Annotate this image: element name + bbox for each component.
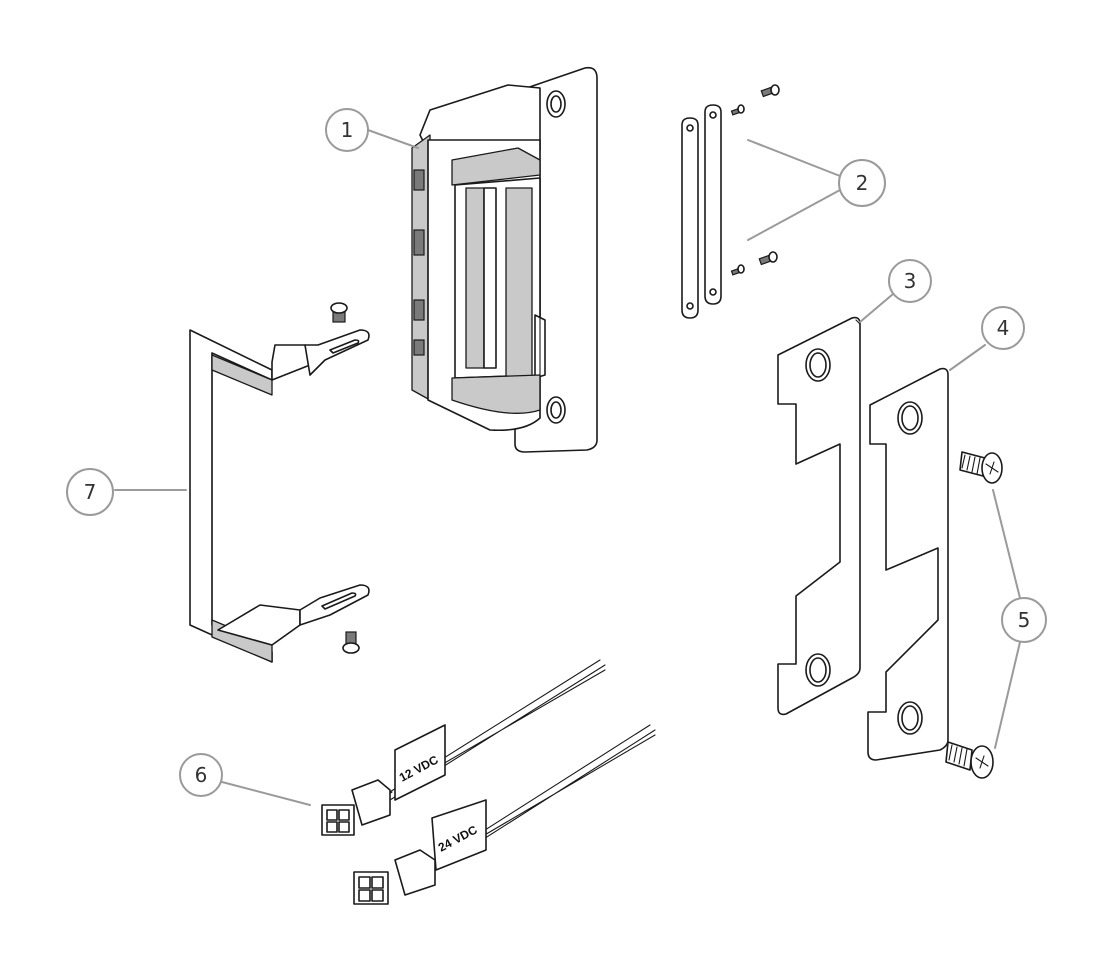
leader-6 xyxy=(221,781,311,806)
leader-4 xyxy=(949,344,986,371)
callout-1-label: 1 xyxy=(341,118,354,142)
callout-1: 1 xyxy=(325,108,369,152)
bracket-screw-top xyxy=(330,302,348,323)
callout-6: 6 xyxy=(179,753,223,797)
callout-7: 7 xyxy=(66,468,114,516)
leader-3 xyxy=(859,293,894,323)
wire-harness-12vdc: 12 VDC xyxy=(321,659,606,836)
callout-2: 2 xyxy=(838,159,886,207)
callout-7-label: 7 xyxy=(84,480,97,504)
faceplate-screws xyxy=(945,451,1003,779)
callout-3-label: 3 xyxy=(904,269,917,293)
callout-6-label: 6 xyxy=(195,763,208,787)
mounting-bracket xyxy=(189,302,370,663)
leader-5b xyxy=(994,641,1021,749)
faceplate-3 xyxy=(777,316,861,716)
leader-lines xyxy=(114,129,1021,806)
callout-5-label: 5 xyxy=(1018,608,1031,632)
leader-5a xyxy=(992,489,1021,599)
leader-2b xyxy=(747,189,841,241)
callout-4-label: 4 xyxy=(997,316,1010,340)
shim-screws xyxy=(730,84,780,276)
callout-5: 5 xyxy=(1001,597,1047,643)
faceplate-4 xyxy=(867,367,949,761)
bracket-screw-bottom xyxy=(342,631,360,654)
leader-1 xyxy=(367,129,419,149)
leader-2a xyxy=(747,139,841,177)
shims xyxy=(681,104,722,319)
callout-3: 3 xyxy=(888,259,932,303)
strike-body xyxy=(411,66,598,453)
callout-4: 4 xyxy=(981,306,1025,350)
wire-harness-24vdc: 24 VDC xyxy=(353,724,656,905)
callout-2-label: 2 xyxy=(856,171,869,195)
